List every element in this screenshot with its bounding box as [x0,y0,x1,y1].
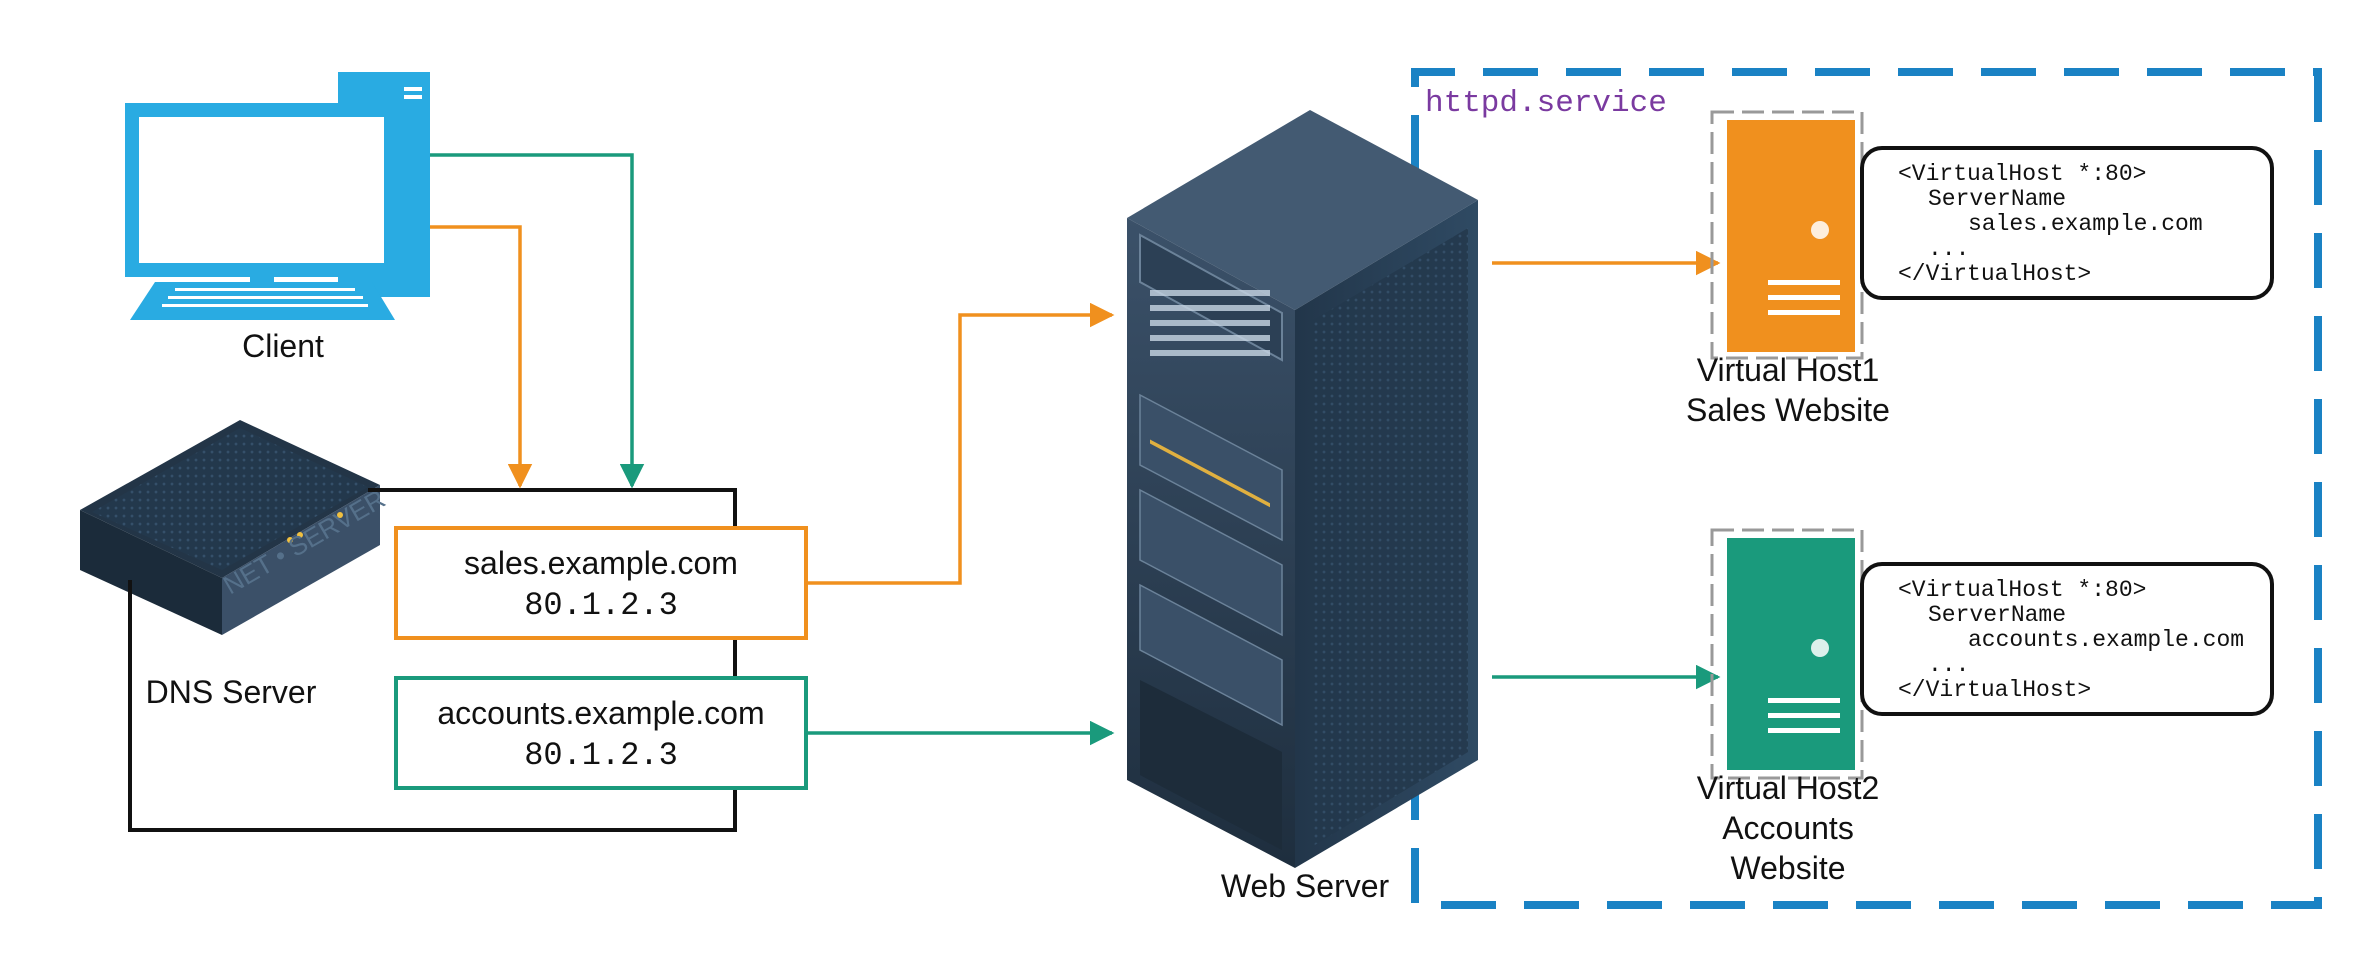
dns-record-accounts: accounts.example.com 80.1.2.3 [394,676,808,790]
dns-record-sales-host: sales.example.com [464,545,738,581]
client-computer-icon [125,72,430,320]
vhost1-config-line-1: <VirtualHost *:80> [1898,161,2146,187]
vhost1-config-line-3: sales.example.com [1968,211,2203,237]
vhost2-config-line-5: </VirtualHost> [1898,677,2091,703]
dns-record-sales-ip: 80.1.2.3 [524,587,678,624]
vhost2-subtitle: Accounts [1722,810,1854,846]
vhost1-config-box: <VirtualHost *:80> ServerName sales.exam… [1860,146,2274,300]
web-server-label: Web Server [1221,868,1390,904]
dns-record-accounts-ip: 80.1.2.3 [524,737,678,774]
vhost2-config-box: <VirtualHost *:80> ServerName accounts.e… [1860,562,2274,716]
dns-server-label: DNS Server [146,674,317,710]
vhost2-title: Virtual Host2 [1697,770,1880,806]
dns-frame [128,488,737,832]
vhost2-config-line-1: <VirtualHost *:80> [1898,577,2146,603]
vhost2-config-line-4: ... [1928,652,1969,678]
service-label: httpd.service [1425,86,1667,121]
dns-server-icon: NET • SERVER [80,420,390,635]
vhost1-config-line-2: ServerName [1928,186,2066,212]
vhost2-config-line-2: ServerName [1928,602,2066,628]
client-to-dns-teal-arrow [430,153,645,489]
vhost2-server-icon [1710,528,1864,780]
web-server-rack-icon [1127,110,1478,868]
vhost1-config-line-4: ... [1928,236,1969,262]
sales-to-webserver-arrow [806,302,1115,585]
httpd-service-container: httpd.service [1411,68,2322,909]
client-to-dns-orange-arrow [430,225,533,489]
vhost1-title: Virtual Host1 [1697,352,1880,388]
vhost1-subtitle: Sales Website [1686,392,1890,428]
dns-record-sales: sales.example.com 80.1.2.3 [394,526,808,640]
vhost1-server-icon [1710,110,1864,360]
dns-record-accounts-host: accounts.example.com [437,695,764,731]
client-label: Client [242,328,324,364]
vhost2-config-line-3: accounts.example.com [1968,627,2244,653]
vhost2-subtitle-2: Website [1730,850,1845,886]
vhost1-config-line-5: </VirtualHost> [1898,261,2091,287]
